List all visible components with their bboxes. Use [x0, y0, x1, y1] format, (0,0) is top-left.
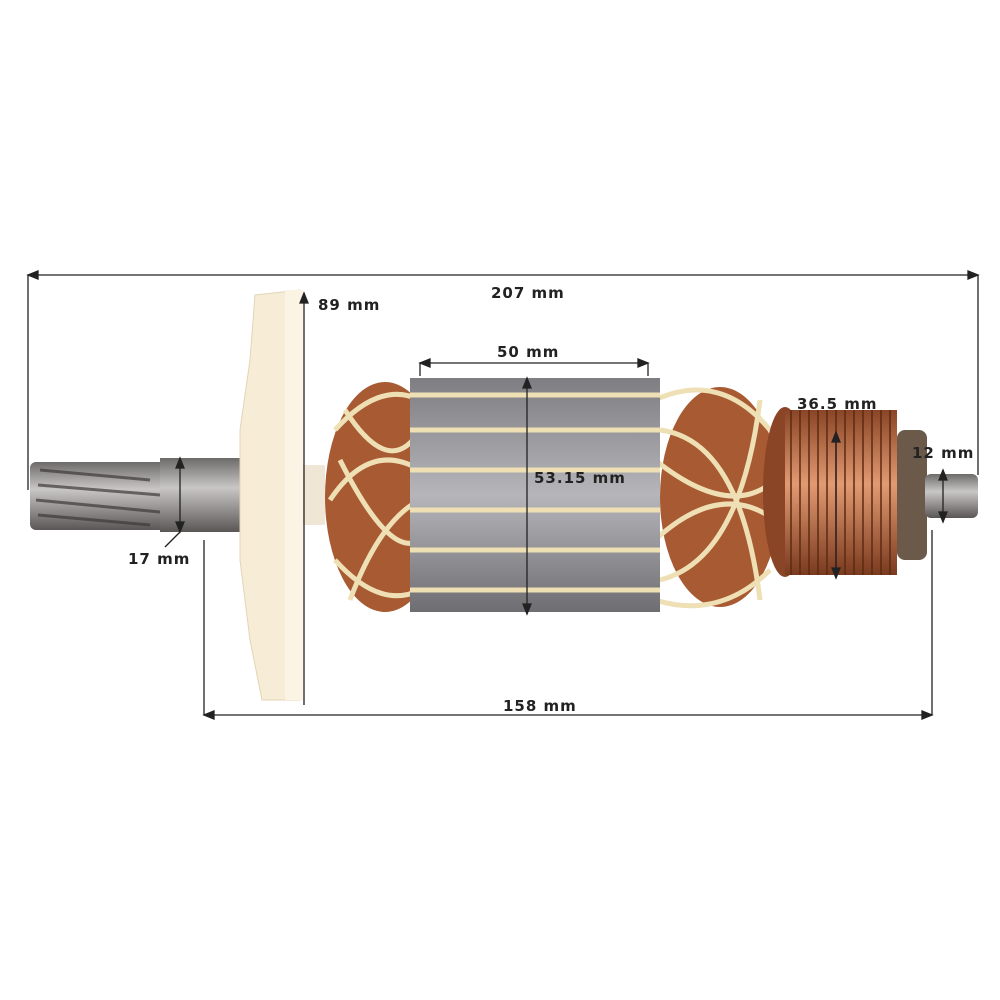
core-diameter-label: 53.15 mm — [534, 469, 626, 487]
rear-shaft-diameter-label: 12 mm — [912, 444, 975, 462]
pinion-gear — [30, 462, 165, 530]
front-shaft — [160, 458, 245, 532]
commutator — [763, 407, 897, 577]
overall-length-label: 207 mm — [491, 284, 565, 302]
rear-bearing-seat — [897, 430, 927, 560]
cooling-fan — [239, 289, 303, 701]
laminated-core — [410, 378, 660, 612]
rear-shaft — [925, 474, 978, 518]
dimension-lines — [26, 270, 980, 720]
bearing-span-label: 158 mm — [503, 697, 577, 715]
core-length-label: 50 mm — [497, 343, 560, 361]
bearing-seat-diameter-label: 17 mm — [128, 550, 191, 568]
fan-diameter-label: 89 mm — [318, 296, 381, 314]
commutator-diameter-label: 36.5 mm — [797, 395, 878, 413]
